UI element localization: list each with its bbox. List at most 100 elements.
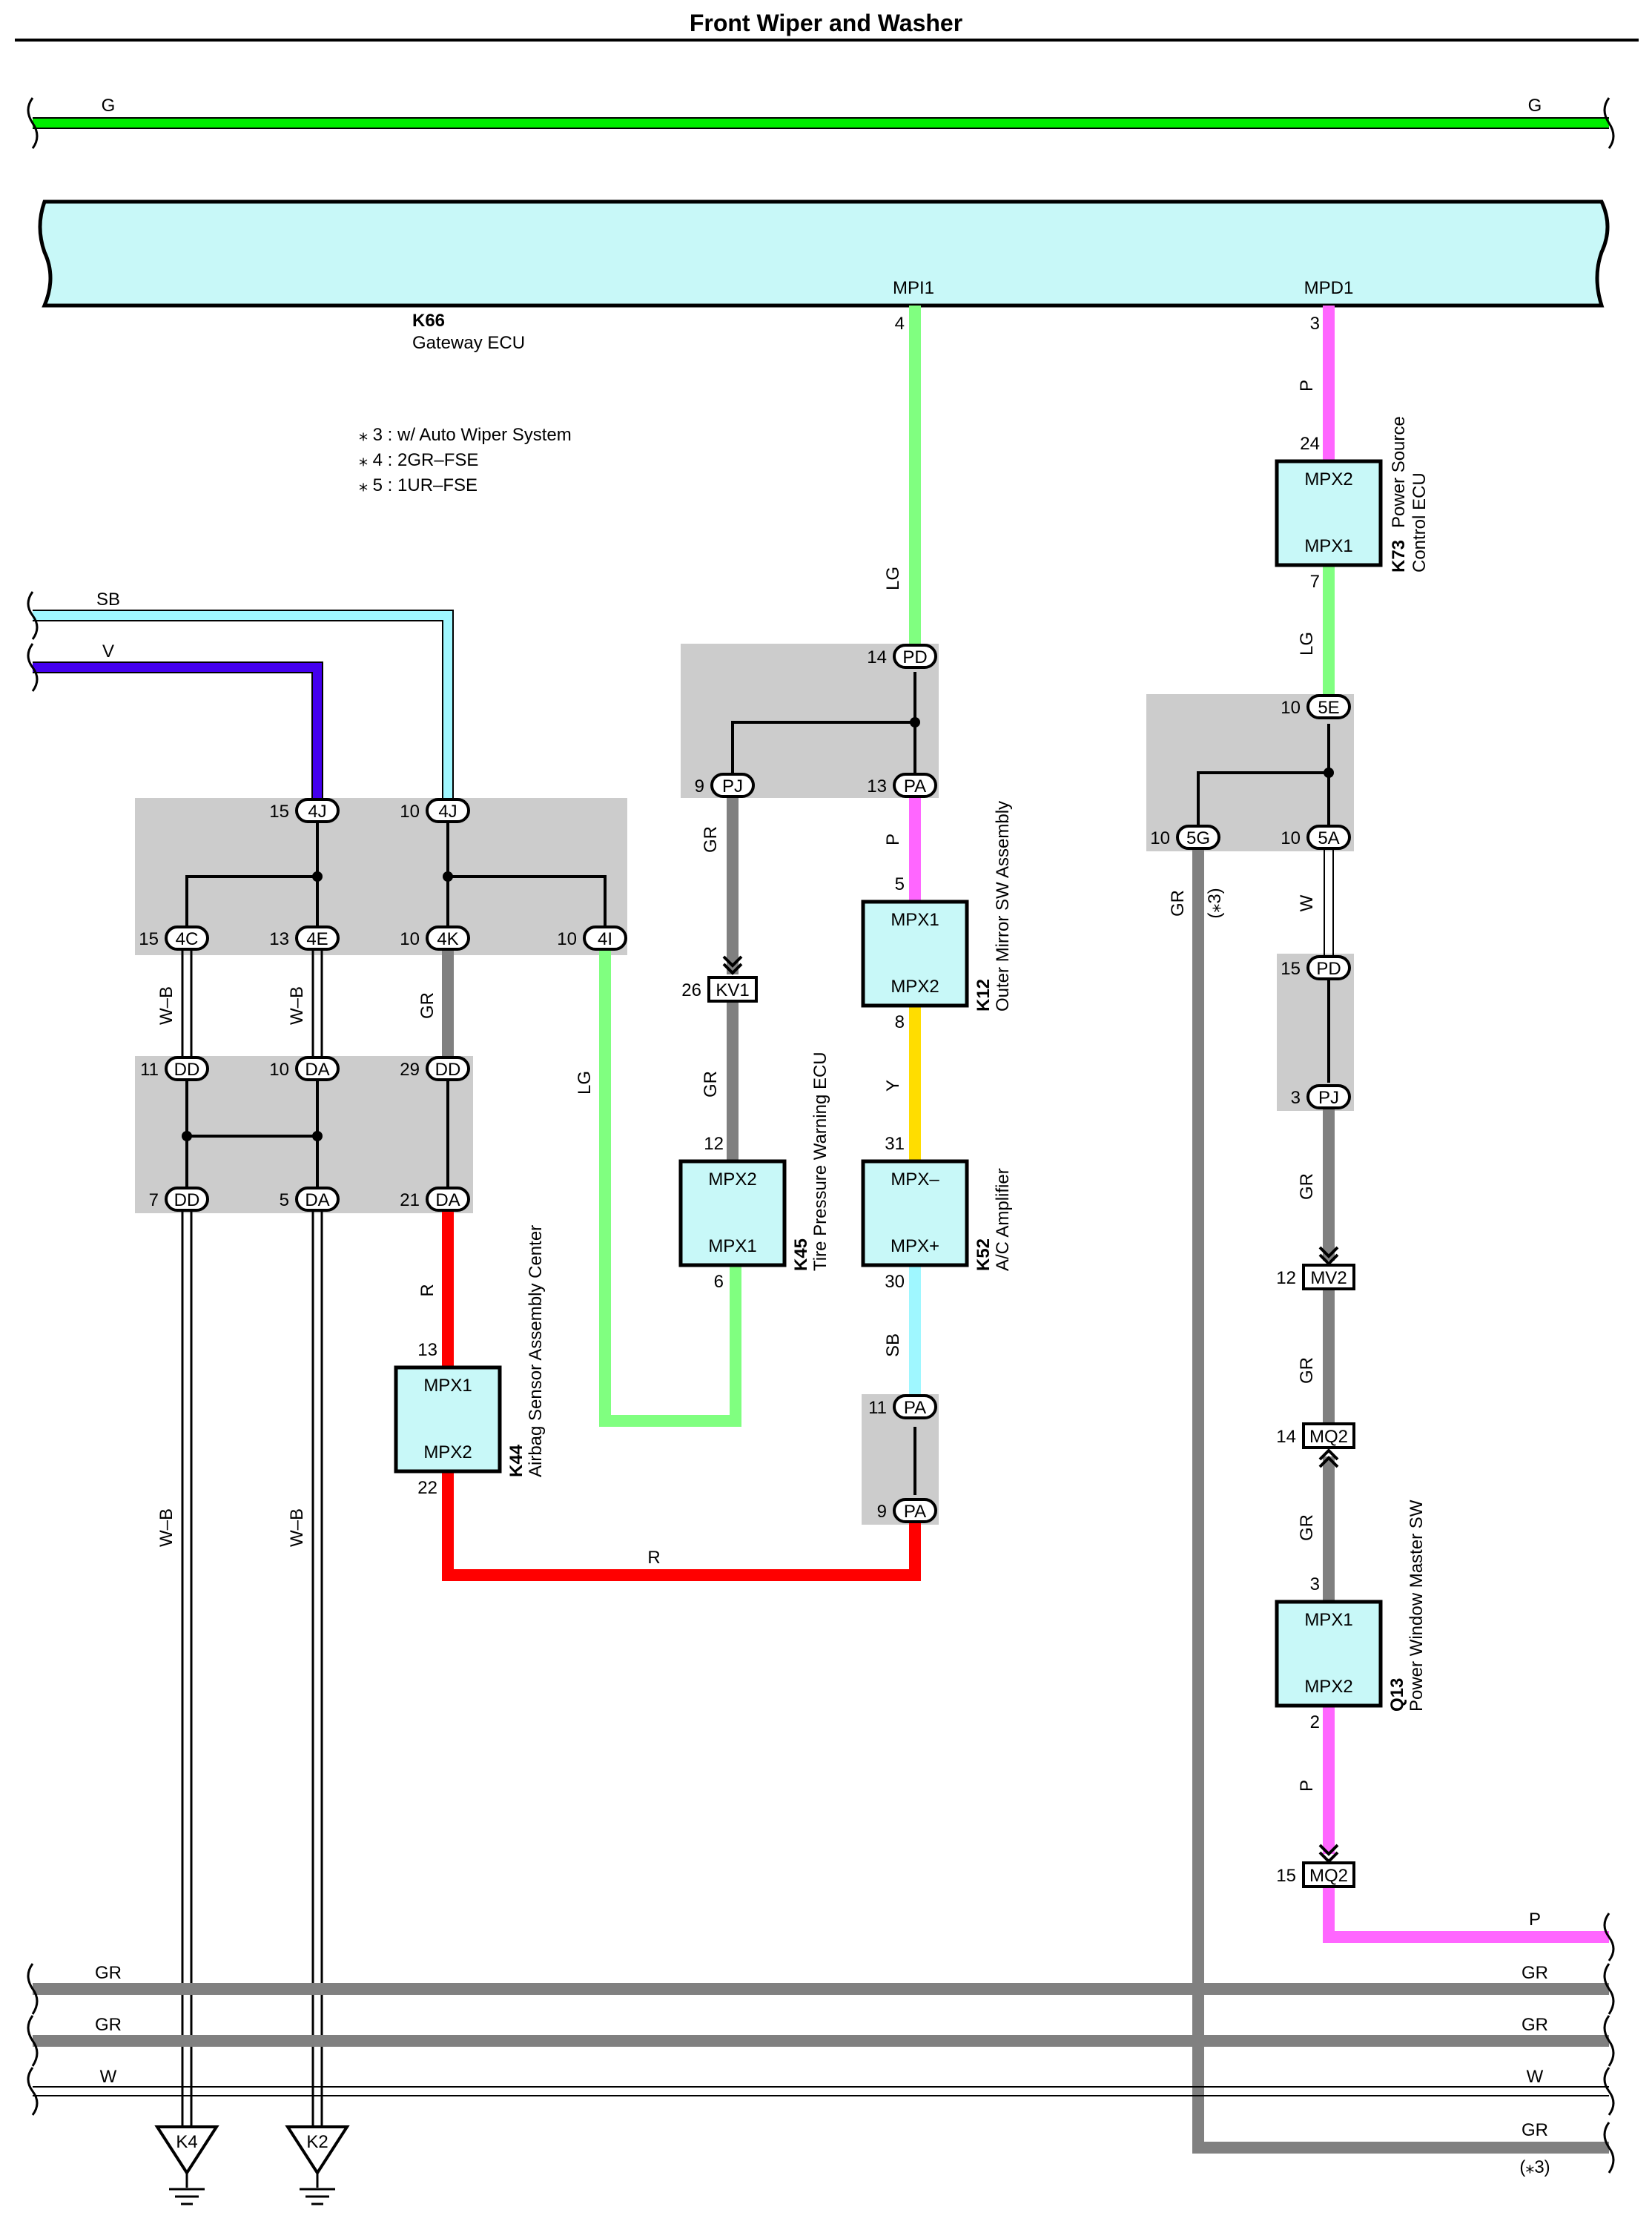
rail-gr2-left: GR	[95, 2015, 122, 2035]
svg-text:MQ2: MQ2	[1309, 1866, 1348, 1886]
k44-top-pin: MPX1	[423, 1376, 472, 1396]
ground-k2-label: K2	[306, 2132, 328, 2152]
wl-gr-5g: GR	[1168, 890, 1188, 917]
note-1: ⁎ 3 : w/ Auto Wiper System	[359, 425, 572, 445]
svg-text:10: 10	[400, 802, 420, 822]
gateway-id: K66	[412, 311, 445, 331]
connector-pj-9: PJ9	[695, 773, 755, 798]
wl-gr-kv1a: GR	[701, 826, 721, 853]
connector-5g: 5G 10	[1150, 825, 1220, 850]
svg-text:PA: PA	[904, 1398, 926, 1418]
svg-text:11: 11	[140, 1060, 159, 1080]
svg-text:14: 14	[1276, 1427, 1296, 1447]
svg-text:PD: PD	[902, 647, 927, 667]
component-k44: MPX1 MPX2 13 22 K44 Airbag Sensor Assemb…	[394, 1225, 546, 1498]
connector-mq2-15: MQ2 15	[1276, 1861, 1355, 1888]
k44-pin-top-num: 13	[417, 1340, 437, 1360]
svg-text:3: 3	[1291, 1088, 1301, 1108]
k52-bottom-pin: MPX+	[891, 1236, 939, 1256]
k52-name: A/C Amplifier	[993, 1168, 1013, 1271]
wl-p2: P	[883, 834, 903, 845]
ground-k4: K4	[154, 2125, 219, 2205]
gateway-ecu: MPI1 MPD1 K66 Gateway ECU	[38, 199, 1610, 353]
q13-id: Q13	[1387, 1678, 1407, 1712]
g-rail-label-left: G	[102, 96, 116, 116]
wl-gr-q1: GR	[1297, 1173, 1317, 1200]
note-2: ⁎ 4 : 2GR–FSE	[359, 450, 478, 470]
svg-text:PJ: PJ	[722, 776, 743, 796]
bottom-rails: GR GR GR GR W W GR (⁎3)	[27, 1963, 1615, 2177]
svg-text:10: 10	[400, 929, 420, 949]
svg-text:13: 13	[269, 929, 289, 949]
ground-k2: K2	[285, 2125, 350, 2205]
note-3: ⁎ 5 : 1UR–FSE	[359, 475, 478, 495]
k52-id: K52	[974, 1238, 994, 1271]
svg-text:12: 12	[1276, 1268, 1296, 1288]
svg-text:PA: PA	[904, 1502, 926, 1522]
svg-text:DA: DA	[305, 1060, 329, 1080]
k12-top-pin: MPX1	[891, 910, 939, 930]
q13-name: Power Window Master SW	[1407, 1499, 1427, 1712]
diagram-title: Front Wiper and Washer	[690, 10, 962, 36]
wire-sb: SB	[27, 590, 454, 811]
connector-da-5: DA5	[280, 1187, 340, 1212]
svg-text:15: 15	[1276, 1866, 1296, 1886]
gateway-pin-mpd1: MPD1	[1304, 278, 1354, 298]
svg-text:PA: PA	[904, 776, 926, 796]
svg-text:4C: 4C	[176, 929, 199, 949]
k52-pin-bottom-num: 30	[885, 1272, 905, 1292]
k12-bottom-pin: MPX2	[891, 977, 939, 997]
k44-id: K44	[506, 1444, 526, 1477]
svg-text:11: 11	[868, 1398, 887, 1418]
svg-text:DD: DD	[435, 1060, 461, 1080]
connector-da-10: DA 10	[269, 1056, 340, 1081]
gateway-name: Gateway ECU	[412, 333, 525, 353]
rail-gr3-right: GR	[1522, 2120, 1548, 2140]
k44-bottom-pin: MPX2	[423, 1442, 472, 1462]
svg-text:5G: 5G	[1186, 828, 1210, 848]
wl-wb4: W–B	[287, 1508, 307, 1547]
svg-text:10: 10	[1281, 828, 1301, 848]
k45-name: Tire Pressure Warning ECU	[810, 1052, 830, 1271]
k73-pin-top-num: 24	[1300, 434, 1320, 454]
k73-top-pin: MPX2	[1304, 469, 1352, 489]
wl-p1: P	[1297, 380, 1317, 392]
svg-text:10: 10	[269, 1060, 289, 1080]
svg-text:21: 21	[400, 1190, 420, 1210]
svg-text:KV1: KV1	[716, 980, 749, 1000]
connector-pj-3: PJ 3	[1291, 1084, 1351, 1109]
k12-pin-bottom-num: 8	[895, 1012, 905, 1032]
gateway-pin-mpi1: MPI1	[893, 278, 934, 298]
k44-pin-bottom-num: 22	[417, 1478, 437, 1498]
q13-bottom-pin: MPX2	[1304, 1677, 1352, 1697]
connector-dd-7: DD7	[149, 1187, 209, 1212]
svg-text:10: 10	[1150, 828, 1170, 848]
wire-v: V	[27, 641, 323, 811]
wire-sb-label: SB	[96, 590, 120, 610]
g-rail-label-right: G	[1528, 96, 1542, 116]
rail-gr2-right: GR	[1522, 2015, 1548, 2035]
wl-gr-kv1b: GR	[701, 1071, 721, 1098]
wl-wb3: W–B	[156, 1508, 176, 1547]
svg-text:MQ2: MQ2	[1309, 1427, 1348, 1447]
svg-text:5A: 5A	[1318, 828, 1339, 848]
k45-top-pin: MPX2	[708, 1169, 756, 1189]
wire-p-right-label: P	[1529, 1910, 1541, 1930]
component-k45: MPX2 MPX1 12 6 K45 Tire Pressure Warning…	[678, 1052, 830, 1292]
q13-pin-top-num: 3	[1310, 1574, 1320, 1594]
svg-text:MV2: MV2	[1310, 1268, 1347, 1288]
svg-text:DD: DD	[174, 1190, 200, 1210]
svg-text:PJ: PJ	[1318, 1088, 1339, 1108]
q13-pin-bottom-num: 2	[1310, 1712, 1320, 1732]
